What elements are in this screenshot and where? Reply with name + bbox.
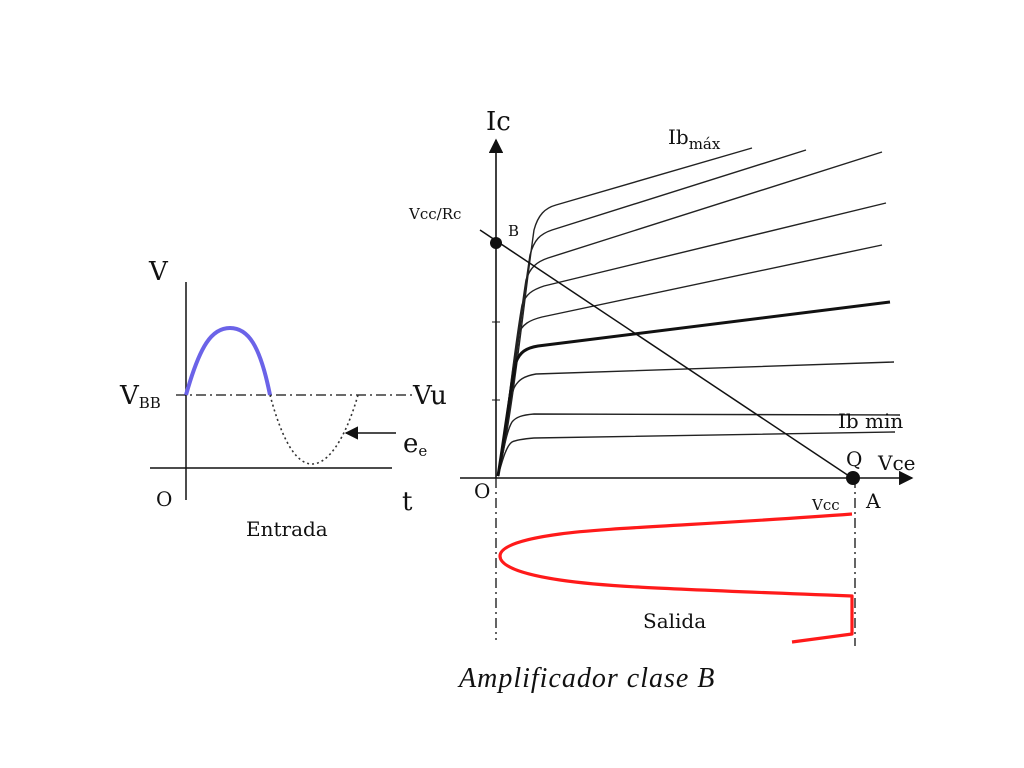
- output-waveform: [498, 512, 854, 644]
- ib-min-label: Ib min: [838, 409, 903, 433]
- output-graph: Ic Vce O Vcc/Rc B Q A Vcc Ibmáx Ib min S…: [408, 107, 915, 646]
- point-a-label: A: [865, 489, 881, 513]
- point-b-marker: [490, 237, 502, 249]
- ib-max-label: Ibmáx: [668, 125, 721, 153]
- bias-label: VBB: [119, 381, 161, 412]
- curve-7: [497, 361, 895, 477]
- vcc-rc-label: Vcc/Rc: [408, 205, 461, 223]
- output-caption: Salida: [643, 609, 706, 633]
- input-axis-t-label: t: [402, 487, 413, 517]
- vcc-label: Vcc: [811, 496, 840, 514]
- input-negative-half-cycle: [269, 394, 359, 465]
- point-q-label: Q: [846, 447, 862, 471]
- input-origin-label: O: [156, 487, 172, 511]
- signal-label: ee: [403, 429, 427, 460]
- curve-2: [497, 149, 807, 477]
- input-active-half-cycle: [184, 325, 272, 396]
- ic-axis-label: Ic: [486, 107, 511, 137]
- input-caption: Entrada: [246, 517, 328, 541]
- vce-axis-label: Vce: [877, 451, 915, 475]
- figure-title: Amplificador clase B: [457, 663, 715, 694]
- input-axis-v-label: V: [148, 257, 169, 287]
- output-origin-label: O: [474, 479, 490, 503]
- point-b-label: B: [508, 222, 519, 240]
- curve-quiescent: [496, 300, 891, 477]
- point-q-marker: [846, 471, 860, 485]
- curve-ib-min: [497, 431, 896, 477]
- input-graph: V t O VBB Vu ee Entrada: [119, 257, 447, 541]
- vu-label: Vu: [412, 381, 447, 411]
- load-line: [479, 229, 859, 483]
- curve-ib-max: [497, 147, 753, 477]
